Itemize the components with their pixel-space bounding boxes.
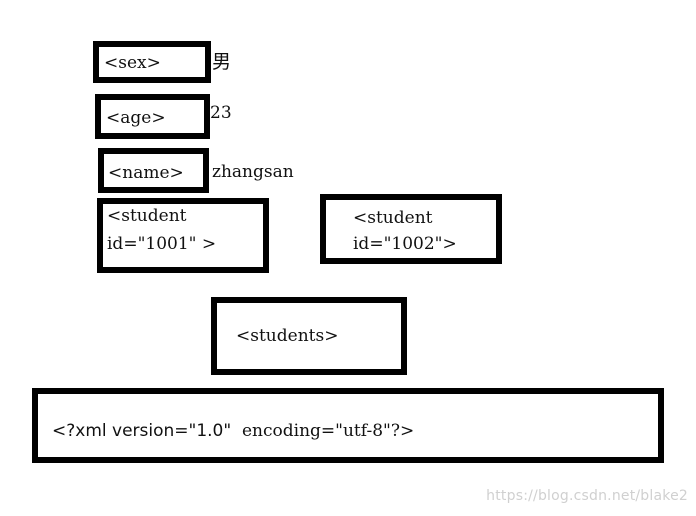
name-node-box [98,148,209,193]
name-tag-label: <name> [108,163,184,183]
student-1001-line2: id="1001" > [107,234,217,254]
student-1002-node-box [320,194,502,264]
age-node-box [95,94,210,139]
sex-tag-label: <sex> [104,53,161,73]
student-1001-node-box [97,198,269,273]
student-1002-line2: id="1002"> [353,234,457,254]
student-1001-line1: <student [107,206,187,226]
xml-declaration-part2: encoding="utf-8"?> [242,421,415,441]
name-value: zhangsan [212,162,294,182]
sex-node-box [93,41,211,83]
students-node-box [211,297,407,375]
age-tag-label: <age> [106,108,166,128]
student-1002-line1: <student [353,208,433,228]
watermark-text: https://blog.csdn.net/blake2 [486,488,688,504]
students-tag-label: <students> [236,326,339,346]
age-value: 23 [210,103,232,123]
xml-declaration-part1: <?xml version="1.0" [52,421,232,441]
xml-declaration-box [32,388,664,463]
sex-value: 男 [212,51,232,73]
